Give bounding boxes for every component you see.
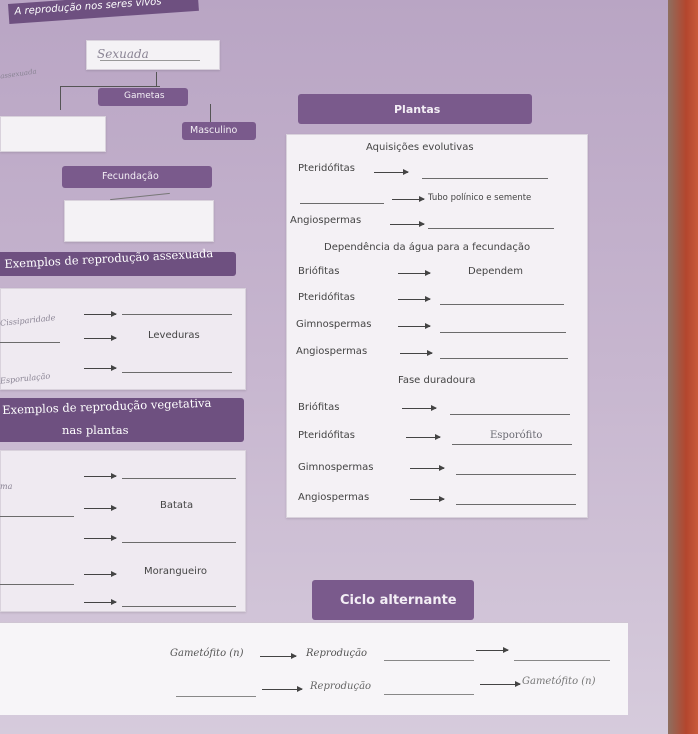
fase-title: Fase duradoura — [398, 375, 476, 386]
sexuada-handwritten: Sexuada — [97, 47, 149, 61]
fase-row2-arrow — [406, 434, 441, 440]
aquisicoes-row1-left: Pteridófitas — [298, 163, 356, 174]
fase-row1-blank — [450, 414, 570, 415]
vegetativa-row5-blank — [122, 606, 236, 607]
ciclo-row2-blank1 — [176, 696, 256, 697]
dependencia-row1-left: Briófitas — [298, 266, 340, 277]
sexuada-line — [100, 60, 200, 61]
masculino-pill: Masculino — [182, 122, 256, 140]
vegetativa-header: Exemplos de reprodução vegetativa nas pl… — [0, 396, 244, 442]
sexuada-box: Sexuada — [86, 40, 220, 70]
dependencia-row3-left: Gimnospermas — [296, 319, 372, 330]
connector-horizontal — [60, 86, 160, 87]
fase-row3-blank — [456, 474, 576, 475]
fase-row4-left: Angiospermas — [298, 492, 370, 503]
connector-vertical-right — [156, 72, 157, 86]
dependencia-row2-arrow — [398, 296, 431, 302]
ciclo-row2-mid: Reprodução — [310, 681, 372, 692]
ciclo-row1-start: Gametófito (n) — [170, 648, 244, 659]
assexuada-box — [0, 288, 246, 390]
fase-row4-blank — [456, 504, 576, 505]
aquisicoes-row2-arrow — [392, 196, 425, 202]
vegetativa-row5-arrow — [84, 599, 117, 605]
aquisicoes-row3-left: Angiospermas — [290, 215, 362, 226]
photo-background-edge — [668, 0, 698, 734]
aquisicoes-row3-blank — [428, 228, 554, 229]
dependencia-title: Dependência da água para a fecundação — [324, 242, 531, 253]
connector-vertical-left — [60, 86, 61, 110]
fase-row1-arrow — [402, 405, 437, 411]
assexuada-row2-leftblank — [0, 342, 60, 343]
aquisicoes-row1-blank — [422, 178, 548, 179]
vegetativa-row2-arrow — [84, 505, 117, 511]
vegetativa-row2-leftblank — [0, 516, 74, 517]
assexuada-row3-arrow — [84, 365, 117, 371]
dependencia-row3-blank — [440, 332, 566, 333]
ciclo-row1-arrow2 — [476, 647, 509, 653]
aquisicoes-row3-arrow — [390, 221, 425, 227]
ciclo-row1-arrow1 — [260, 653, 297, 659]
aquisicoes-row1-arrow — [374, 169, 409, 175]
dependencia-row4-left: Angiospermas — [296, 346, 368, 357]
vegetativa-row4-text: Morangueiro — [144, 566, 207, 577]
top-title: A reprodução nos seres vivos — [8, 0, 199, 24]
vegetativa-row4-arrow — [84, 571, 117, 577]
vegetativa-row2-text: Batata — [160, 500, 194, 511]
blank-box-left — [0, 116, 106, 152]
dependencia-row2-left: Pteridófitas — [298, 292, 356, 303]
aquisicoes-row2-leftblank — [300, 203, 384, 204]
assexuada-row1-arrow — [84, 311, 117, 317]
dependencia-row1-right: Dependem — [468, 266, 523, 277]
textbook-page: A reprodução nos seres vivos Sexuada ass… — [0, 0, 672, 734]
fase-row3-arrow — [410, 465, 445, 471]
fase-row2-left: Pteridófitas — [298, 430, 356, 441]
vegetativa-row4-leftblank — [0, 584, 74, 585]
fase-row1-left: Briófitas — [298, 402, 340, 413]
ciclo-header: Ciclo alternante — [312, 580, 474, 620]
dependencia-row2-blank — [440, 304, 564, 305]
assexuada-row1-blank — [122, 314, 232, 315]
vegetativa-row1-arrow — [84, 473, 117, 479]
fase-row3-left: Gimnospermas — [298, 462, 374, 473]
gametas-pill: Gametas — [98, 88, 188, 106]
assexuada-row2-text: Leveduras — [148, 330, 200, 341]
fecundacao-pill: Fecundação — [62, 166, 212, 188]
ciclo-row1-blank1 — [384, 660, 474, 661]
vegetativa-row3-arrow — [84, 535, 117, 541]
vegetativa-box — [0, 450, 246, 612]
dependencia-row1-arrow — [398, 270, 431, 276]
vegetativa-row3-blank — [122, 542, 236, 543]
plantas-panel — [286, 134, 588, 518]
fase-row4-arrow — [410, 496, 445, 502]
ciclo-row2-end: Gametófito (n) — [522, 676, 596, 687]
plantas-header: Plantas — [298, 94, 532, 124]
assexuada-row3-blank — [122, 372, 232, 373]
vegetativa-row1-blank — [122, 478, 236, 479]
assexuada-row2-arrow — [84, 335, 117, 341]
gametas-down-line — [210, 104, 211, 124]
ciclo-row2-arrow1 — [262, 686, 303, 692]
ciclo-row2-blank2 — [384, 694, 474, 695]
dependencia-row4-blank — [440, 358, 568, 359]
vegetativa-row1-left: ma — [0, 482, 13, 491]
ciclo-row1-blank2 — [514, 660, 610, 661]
aquisicoes-title: Aquisições evolutivas — [366, 142, 474, 153]
fase-row2-right: Esporófito — [490, 430, 543, 441]
assexuada-partial: assexuada — [0, 67, 38, 81]
ciclo-row2-arrow2 — [480, 681, 521, 687]
aquisicoes-row2-right: Tubo polínico e semente — [428, 193, 532, 203]
blank-box-center — [64, 200, 214, 242]
assexuada-header: Exemplos de reprodução assexuada — [0, 246, 236, 276]
fase-row2-blank — [452, 444, 572, 445]
ciclo-row1-mid: Reprodução — [306, 648, 368, 659]
dependencia-row4-arrow — [400, 350, 433, 356]
ciclo-panel — [0, 622, 628, 715]
dependencia-row3-arrow — [398, 323, 431, 329]
